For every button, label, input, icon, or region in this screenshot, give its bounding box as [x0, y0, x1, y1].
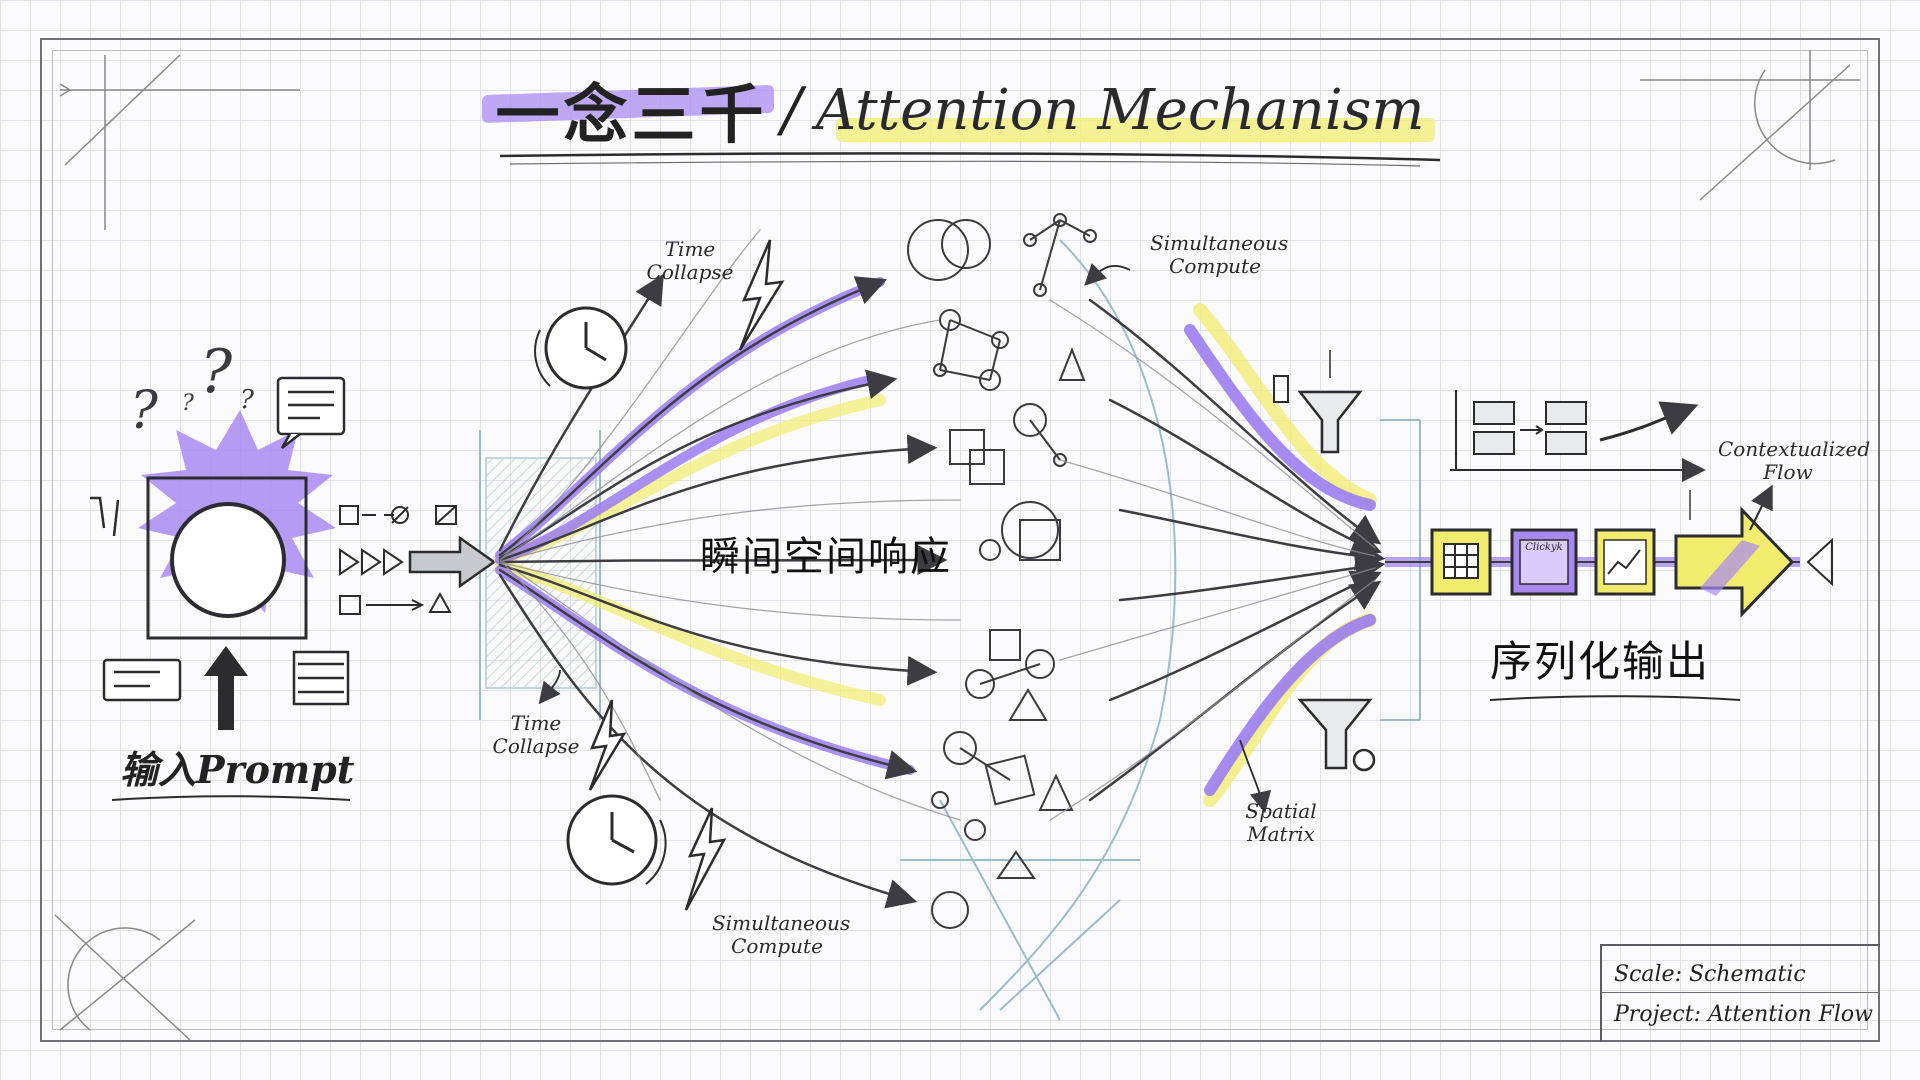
output-underline	[1489, 695, 1741, 701]
input-symbols	[339, 505, 457, 615]
construction-lines	[479, 239, 1421, 1021]
title-english: Attention Mechanism	[815, 77, 1435, 143]
svg-text:?: ?	[182, 391, 194, 416]
project-text: Project: Attention Flow	[1614, 1002, 1874, 1027]
leader-arrows	[538, 262, 1272, 814]
input-label: 输入Prompt	[120, 747, 355, 792]
inner-frame	[52, 50, 1868, 1030]
spatial-matrix-label: Spatial Matrix	[1245, 799, 1317, 846]
simultaneous-compute-label-top: Simultaneous Compute	[1150, 231, 1289, 278]
output-card-text: Clickyk	[1525, 542, 1563, 553]
corner-sketch-tr	[1640, 50, 1860, 201]
funnel-icon-top	[1273, 350, 1363, 454]
contextualized-flow-label: Contextualized Flow	[1718, 437, 1871, 484]
corner-sketch-bl	[54, 914, 196, 1041]
corner-sketch-tl	[59, 54, 300, 230]
context-flow-sketch	[1450, 390, 1773, 531]
diverging-flow	[494, 229, 961, 909]
svg-text:?: ?	[240, 385, 255, 415]
page-title: 一念三千 / Attention Mechanism	[480, 62, 1440, 158]
funnel-icon-bottom	[1297, 698, 1376, 772]
center-label: 瞬间空间响应	[700, 534, 952, 580]
outer-frame	[40, 38, 1880, 1042]
output-track	[1385, 506, 1833, 618]
scale-text: Scale: Schematic	[1614, 962, 1806, 987]
input-doc-icons	[90, 496, 350, 706]
title-chinese: 一念三千	[496, 64, 768, 156]
converging-flow	[1049, 298, 1386, 821]
title-block: Scale: Schematic Project: Attention Flow	[1600, 944, 1880, 1042]
speech-bubble-icon	[276, 376, 346, 449]
time-collapse-label-bottom: Time Collapse	[492, 711, 580, 758]
input-arrow	[408, 535, 497, 589]
input-underline	[111, 795, 351, 801]
simultaneous-compute-label-bottom: Simultaneous Compute	[712, 911, 851, 958]
input-node	[138, 410, 336, 640]
svg-text:?: ?	[130, 381, 159, 441]
title-separator: /	[781, 75, 802, 145]
network-cloud	[907, 213, 1097, 929]
lightning-icons	[588, 239, 785, 911]
time-collapse-label-top: Time Collapse	[646, 237, 734, 284]
title-block-divider	[1602, 992, 1880, 993]
question-marks: ? ? ? ?	[130, 337, 255, 441]
output-label: 序列化输出	[1490, 637, 1711, 686]
clock-icon-top	[534, 306, 628, 390]
up-arrow-icon	[204, 646, 248, 730]
svg-text:?: ?	[200, 337, 233, 407]
clock-icon-bottom	[566, 794, 667, 886]
